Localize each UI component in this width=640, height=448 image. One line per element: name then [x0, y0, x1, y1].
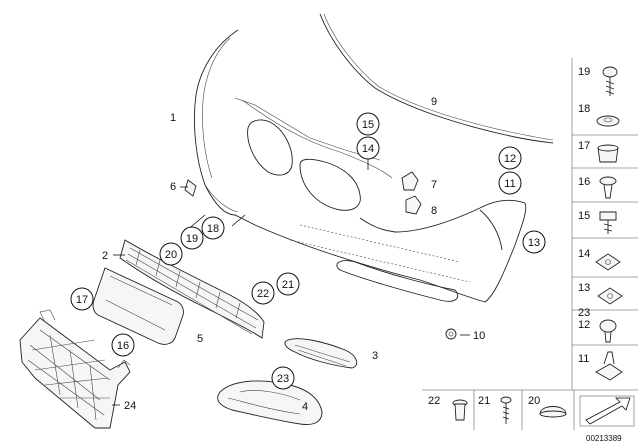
sidebar-label-16: 16: [578, 176, 590, 188]
svg-text:20: 20: [165, 249, 177, 261]
callout-5: 5: [197, 333, 203, 345]
callout-22: 22: [251, 281, 275, 305]
callout-1: 1: [170, 112, 176, 124]
bottom-label-22: 22: [428, 395, 440, 407]
screw-19-icon: [602, 66, 618, 96]
svg-text:17: 17: [76, 294, 88, 306]
sidebar-label-12: 12: [578, 319, 590, 331]
callout-15: 15: [356, 112, 380, 136]
callout-11: 11: [498, 171, 522, 195]
callout-19: 19: [180, 226, 204, 250]
callout-18: 18: [201, 216, 225, 240]
bottom-label-20: 20: [528, 395, 540, 407]
bolt-15-icon: [599, 211, 617, 234]
grommet-17-icon: [597, 144, 619, 163]
svg-text:11: 11: [504, 178, 515, 190]
sidebar-label-19: 19: [578, 66, 590, 78]
bottom-label-21: 21: [478, 395, 490, 407]
callout-9: 9: [431, 96, 437, 108]
screw-21-icon: [500, 396, 512, 424]
svg-text:23: 23: [277, 373, 289, 385]
parts-sidebar: 19 18 17 16 15 14 13 2: [571, 58, 638, 390]
callout-4: 4: [302, 401, 308, 413]
clip-12-icon: [599, 319, 617, 343]
bumper-cover-1: [194, 29, 527, 303]
svg-text:21: 21: [282, 279, 294, 291]
license-plate-base-5: [92, 267, 184, 345]
sidebar-label-17: 17: [578, 140, 590, 152]
trim-strip-9: [319, 13, 554, 144]
callout-20: 20: [159, 242, 183, 266]
svg-text:12: 12: [504, 153, 516, 165]
sidebar-label-23: 23: [578, 307, 590, 319]
svg-text:22: 22: [257, 288, 269, 300]
sidebar-label-18: 18: [578, 103, 590, 115]
cover-6: [184, 179, 197, 197]
svg-text:19: 19: [186, 233, 198, 245]
sidebar-label-13: 13: [578, 282, 590, 294]
sidebar-label-15: 15: [578, 210, 590, 222]
nut-14-icon: [595, 253, 621, 271]
grille-insert-2: [119, 239, 265, 339]
bumper-carrier-24: [19, 309, 131, 429]
callout-2: 2: [102, 250, 108, 262]
sidebar-label-14: 14: [578, 248, 590, 260]
callout-14: 14: [356, 136, 380, 160]
document-id: 00213389: [586, 434, 622, 443]
clip-11-icon: [595, 351, 623, 381]
callout-17: 17: [70, 287, 94, 311]
callout-3: 3: [372, 350, 378, 362]
callout-13: 13: [522, 230, 546, 254]
callout-21: 21: [276, 272, 300, 296]
nut-13-icon: [597, 287, 623, 305]
callout-6: 6: [170, 181, 176, 193]
washer-18-icon: [596, 115, 620, 127]
sidebar-label-11: 11: [578, 353, 589, 365]
grommet-8: [405, 195, 422, 215]
callout-16: 16: [111, 333, 135, 357]
callout-8: 8: [431, 205, 437, 217]
svg-text:15: 15: [362, 119, 374, 131]
svg-text:18: 18: [207, 223, 219, 235]
clip-16-icon: [599, 176, 617, 199]
callout-24: 24: [124, 400, 136, 412]
nut-10: [445, 328, 457, 340]
bottom-strip: 22 21 20: [422, 389, 638, 430]
svg-text:14: 14: [362, 143, 374, 155]
fog-grille-3: [284, 338, 358, 369]
push-rivet-22-icon: [452, 399, 468, 421]
callout-23: 23: [271, 366, 295, 390]
svg-text:16: 16: [117, 340, 129, 352]
arrow-symbol-icon: [579, 395, 635, 427]
callout-7: 7: [431, 179, 437, 191]
callout-12: 12: [498, 146, 522, 170]
clip-7: [401, 171, 419, 191]
callout-10: 10: [473, 330, 485, 342]
cap-20-icon: [539, 406, 567, 418]
svg-text:13: 13: [528, 237, 540, 249]
